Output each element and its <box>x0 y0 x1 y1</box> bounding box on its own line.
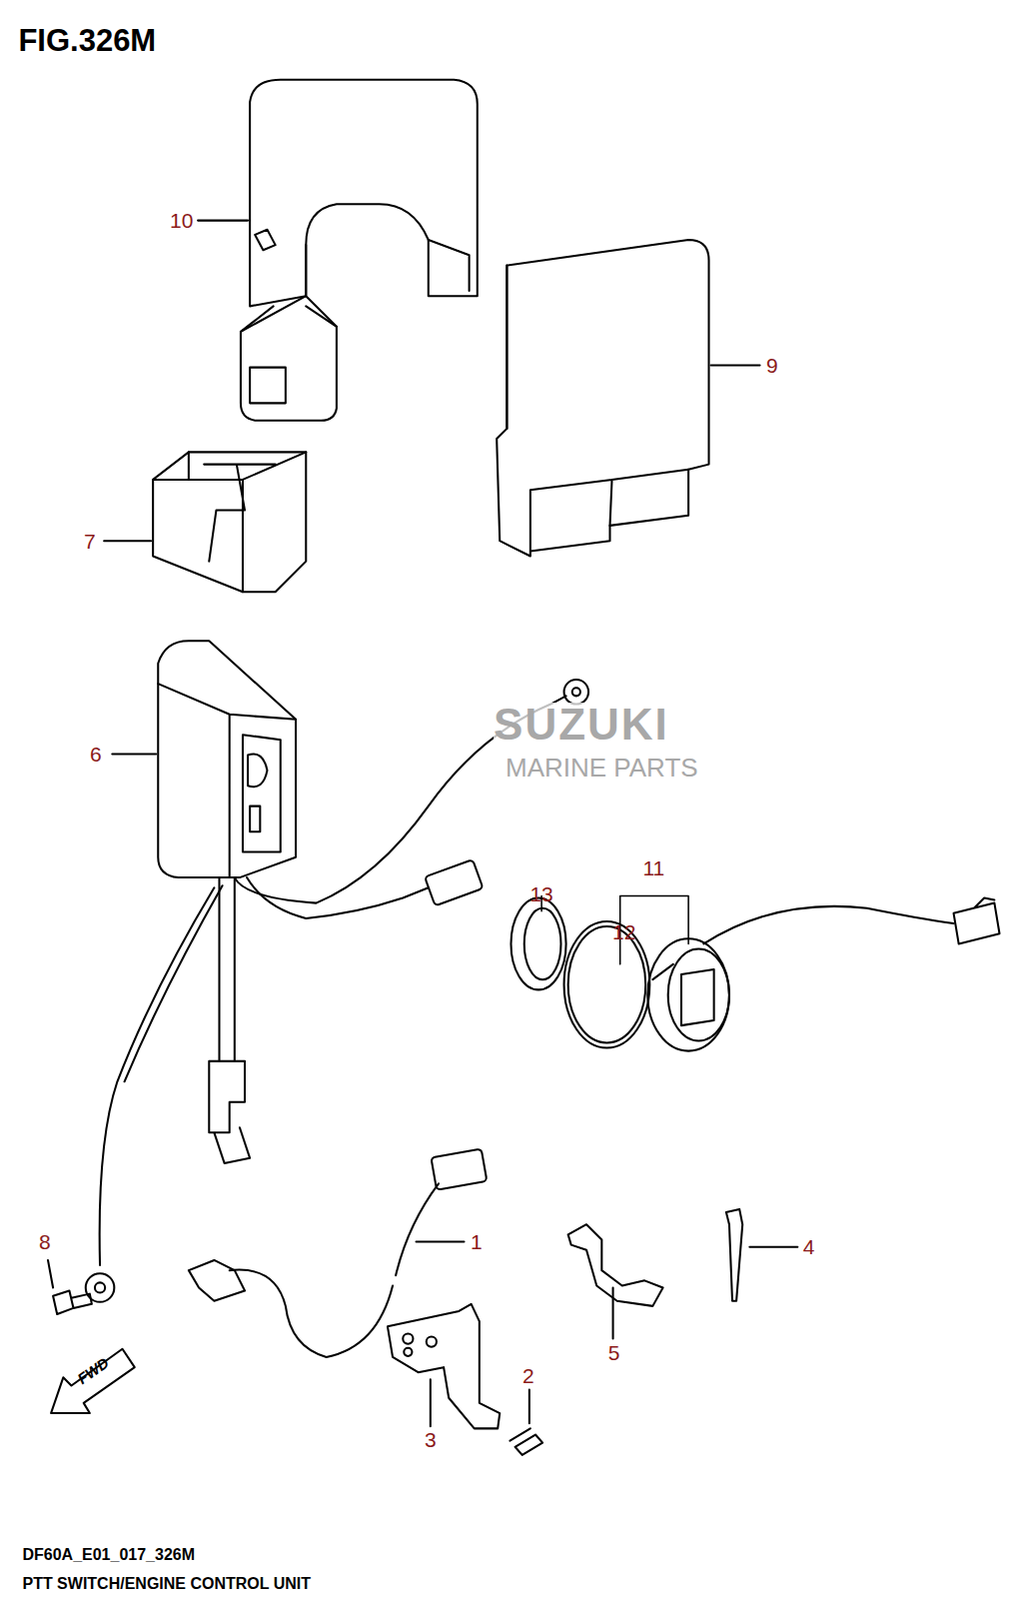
callout-number: 6 <box>89 743 102 765</box>
callout-number: 2 <box>522 1364 535 1386</box>
callout-number: 5 <box>608 1341 621 1363</box>
callout-number: 8 <box>38 1230 51 1252</box>
figure-title: FIG.326M <box>17 24 156 56</box>
callout-number: 11 <box>643 857 666 879</box>
callout-number: 7 <box>83 530 96 552</box>
figure-code: DF60A_E01_017_326M <box>21 1546 195 1563</box>
callout-number: 3 <box>424 1428 437 1450</box>
callout-number: 12 <box>612 921 636 943</box>
figure-caption: PTT SWITCH/ENGINE CONTROL UNIT <box>21 1575 311 1592</box>
callout-number: 9 <box>766 354 779 376</box>
watermark: SUZUKI <box>493 702 670 747</box>
callout-number: 10 <box>169 209 193 231</box>
watermark: MARINE PARTS <box>505 754 699 781</box>
callout-number: 13 <box>529 883 553 905</box>
callout-number: 1 <box>470 1230 483 1252</box>
callout-number: 4 <box>803 1235 816 1257</box>
